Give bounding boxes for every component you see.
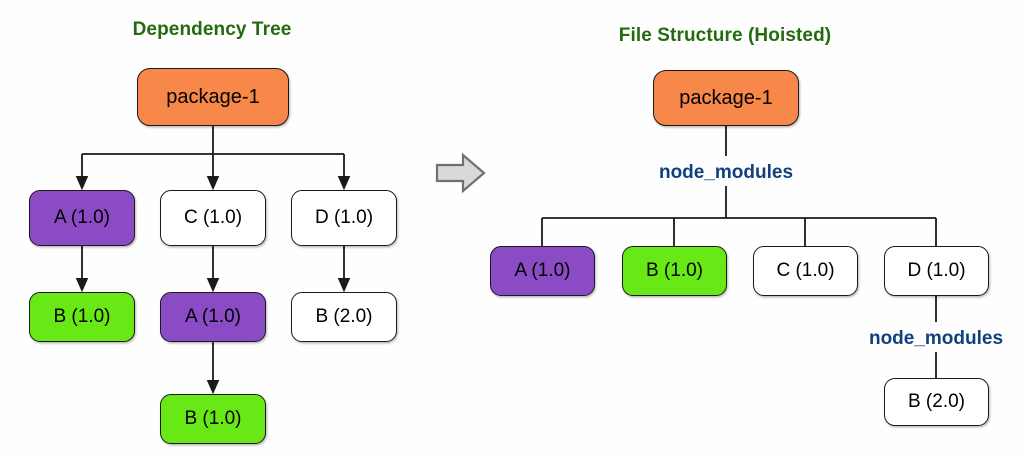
node-a-1-0-under-c[interactable]: A (1.0) <box>160 292 266 342</box>
node-b-1-0-under-a[interactable]: B (1.0) <box>29 292 135 342</box>
node-c-1-0-level1[interactable]: C (1.0) <box>160 190 266 246</box>
node-package-1-dependency-tree[interactable]: package-1 <box>137 68 289 126</box>
node-b-1-0-under-a-nested[interactable]: B (1.0) <box>160 394 266 444</box>
node-d-1-0-hoisted[interactable]: D (1.0) <box>884 246 989 296</box>
node-a-1-0-level1[interactable]: A (1.0) <box>29 190 135 246</box>
node-d-1-0-level1[interactable]: D (1.0) <box>291 190 397 246</box>
panel-title-file-structure: File Structure (Hoisted) <box>618 25 832 46</box>
panel-title-dependency-tree: Dependency Tree <box>132 19 292 40</box>
node-b-2-0-under-d[interactable]: B (2.0) <box>291 292 397 342</box>
node-b-2-0-nested[interactable]: B (2.0) <box>884 378 989 426</box>
dir-label-node-modules-root: node_modules <box>658 162 794 183</box>
node-b-1-0-hoisted[interactable]: B (1.0) <box>622 246 727 296</box>
dir-label-node-modules-nested: node_modules <box>868 328 1004 349</box>
node-a-1-0-hoisted[interactable]: A (1.0) <box>490 246 595 296</box>
right-arrow-icon <box>435 152 486 194</box>
node-package-1-file-structure[interactable]: package-1 <box>653 70 799 126</box>
node-c-1-0-hoisted[interactable]: C (1.0) <box>753 246 858 296</box>
